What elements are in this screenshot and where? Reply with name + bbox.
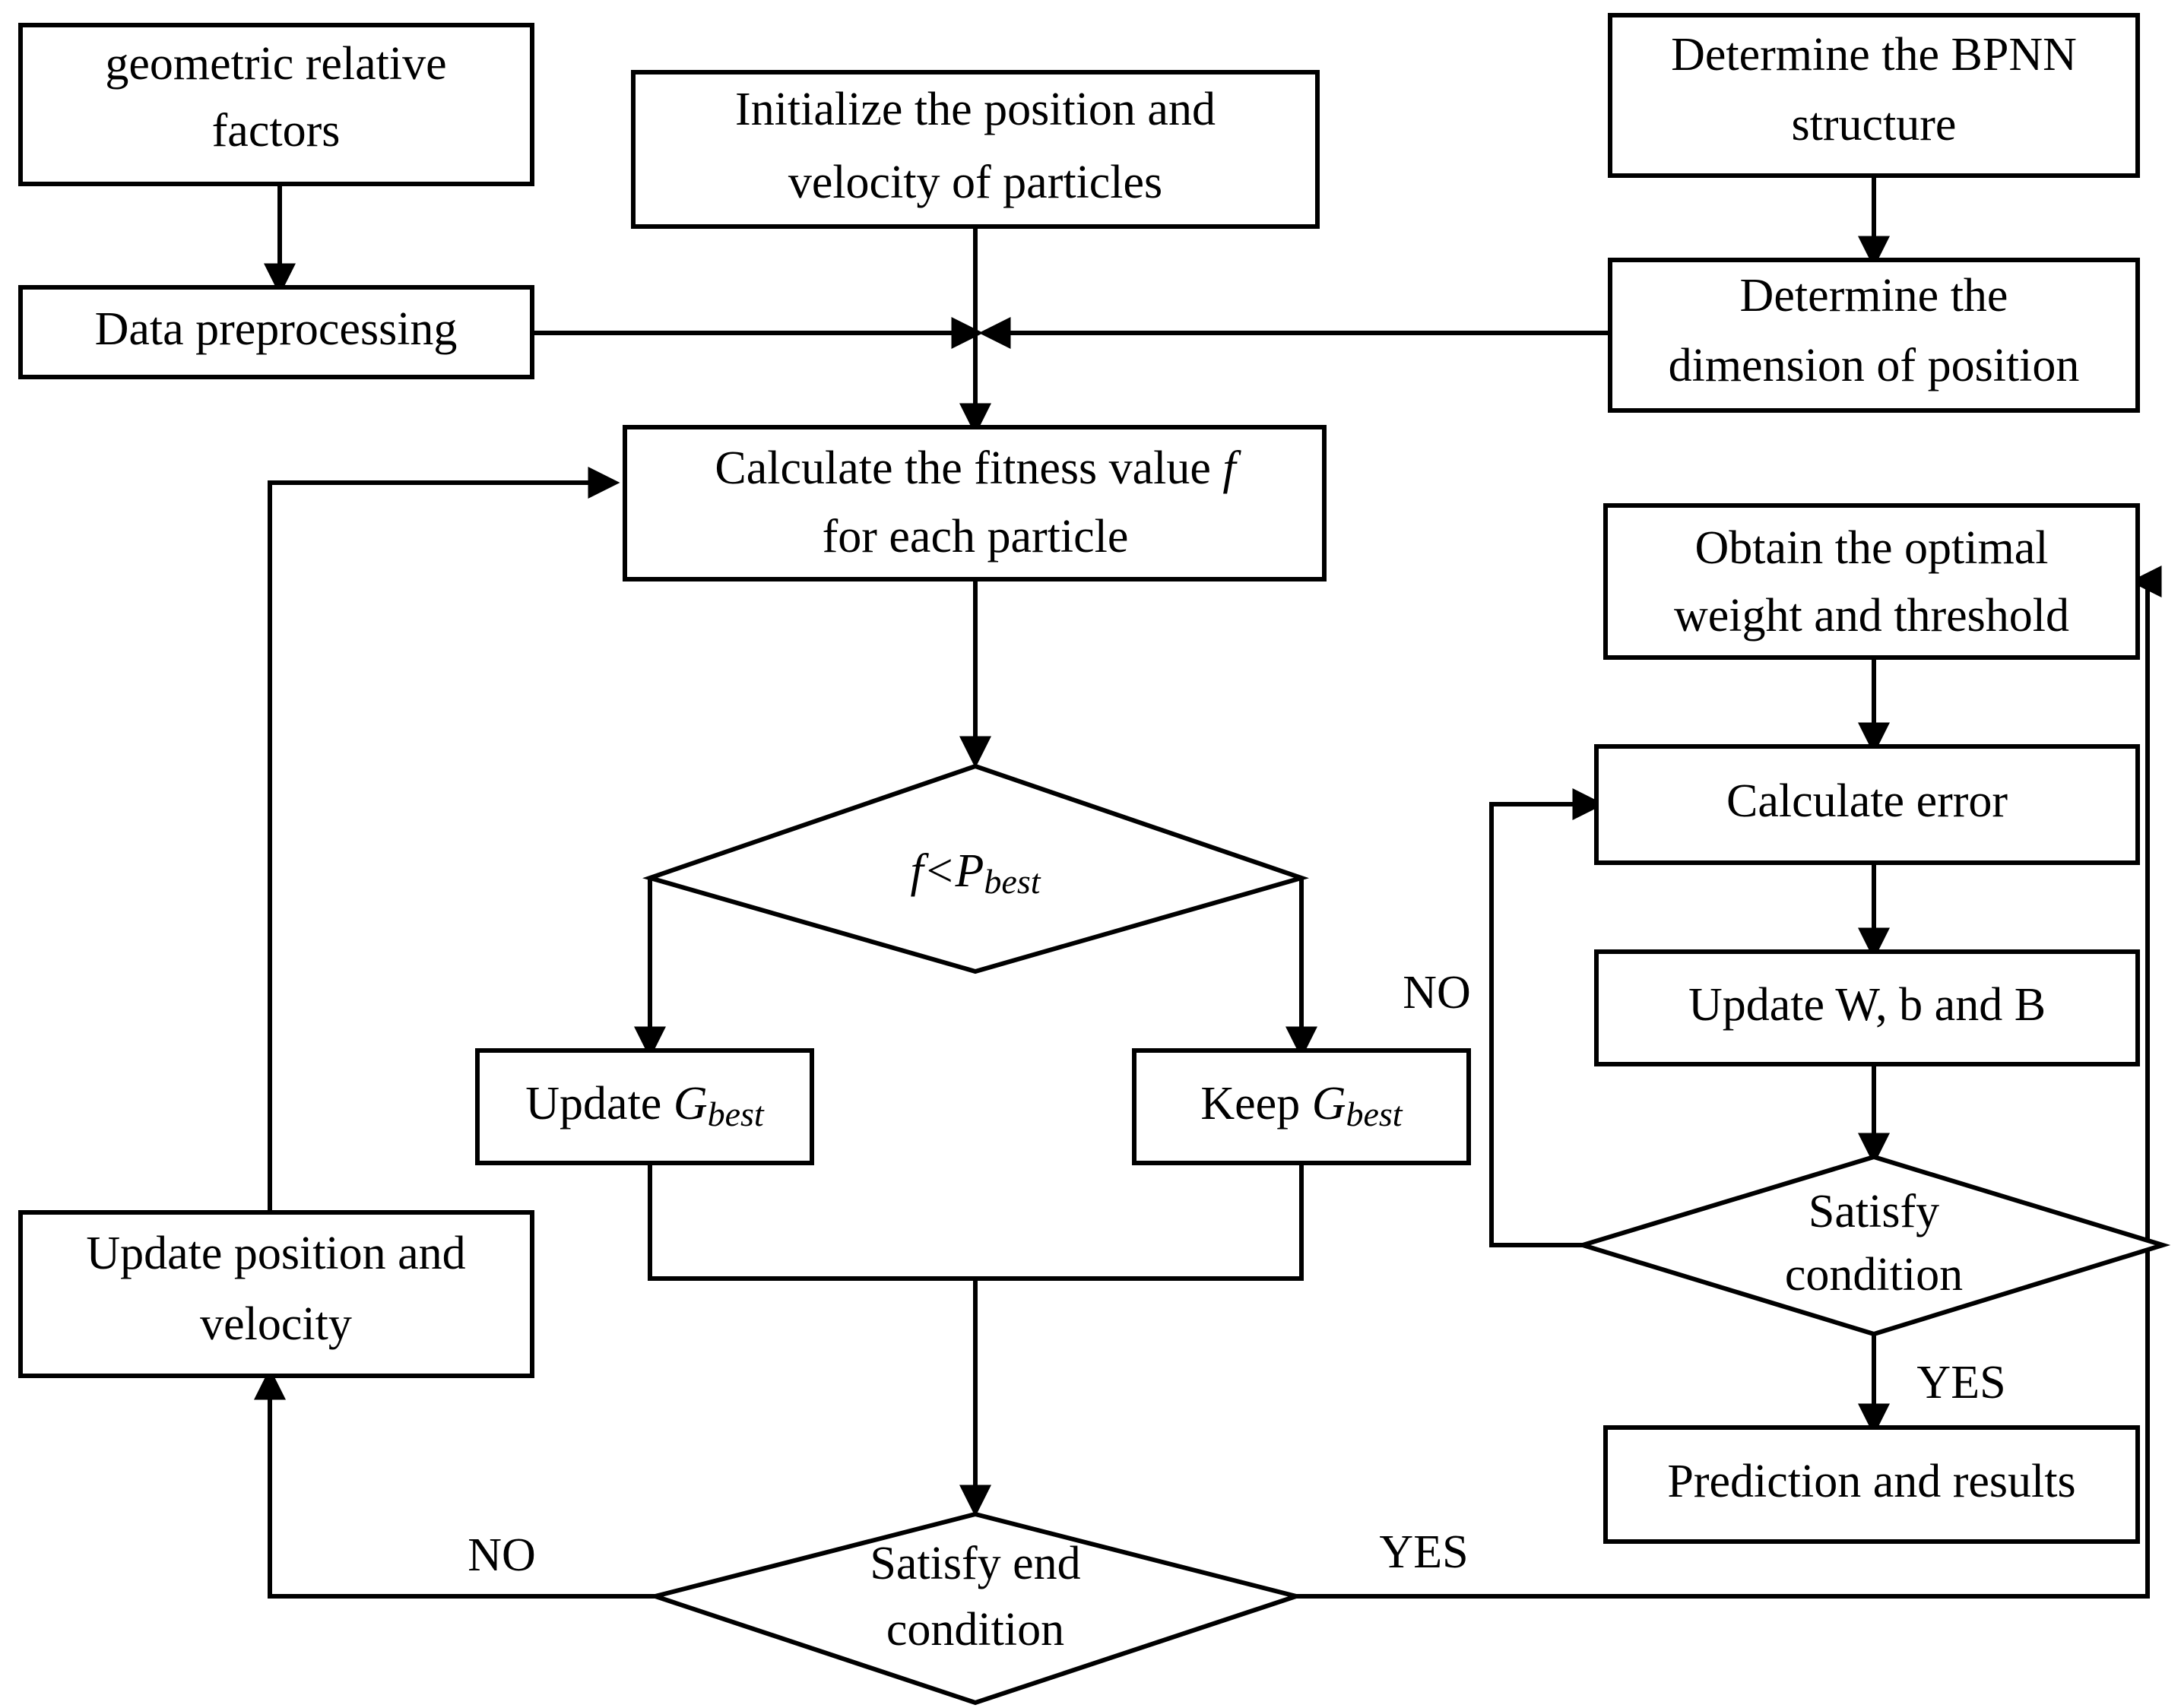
node-satisfy-end-condition[interactable]: Satisfy end condition — [647, 1511, 1304, 1706]
node-label-line2: dimension of position — [1669, 340, 2080, 391]
node-label-line1: Satisfy end — [870, 1538, 1080, 1589]
update-gbest-sub: best — [708, 1095, 765, 1133]
node-label: Calculate error — [1726, 775, 2008, 827]
node-label-line2: weight and threshold — [1674, 590, 2069, 642]
node-label: f<Pbest — [910, 845, 1041, 900]
node-keep-gbest[interactable]: Keep Gbest — [1132, 1048, 1471, 1165]
edge-label-no-right-loop: NO — [1403, 967, 1471, 1019]
pbest-expr-main: f<P — [910, 845, 984, 897]
node-update-gbest[interactable]: Update Gbest — [475, 1048, 814, 1165]
node-f-less-pbest-decision[interactable]: f<Pbest — [642, 763, 1309, 974]
keep-gbest-italic: G — [1312, 1078, 1346, 1130]
node-label-line2: for each particle — [823, 511, 1129, 562]
update-gbest-italic: G — [674, 1078, 708, 1130]
node-label-line2: structure — [1792, 99, 1957, 151]
node-label-line1: Update position and — [86, 1228, 465, 1279]
node-label-line1: Initialize the position and — [735, 84, 1216, 135]
edge-end-yes-to-obtain-optimal — [1296, 566, 2162, 1599]
edge-update-gbest-down — [648, 1163, 1304, 1281]
edge-update-position-to-fitness — [268, 467, 620, 1212]
edge-end-no-to-update-position — [254, 1367, 655, 1599]
node-data-preprocessing[interactable]: Data preprocessing — [18, 285, 534, 379]
node-determine-bpnn-structure[interactable]: Determine the BPNN structure — [1608, 13, 2140, 178]
node-update-position-velocity[interactable]: Update position and velocity — [18, 1210, 534, 1378]
node-geometric-relative-factors[interactable]: geometric relative factors — [18, 23, 534, 186]
node-label-line2: factors — [212, 105, 341, 157]
node-initialize-particles[interactable]: Initialize the position and velocity of … — [631, 70, 1320, 229]
node-label-line1: Determine the — [1740, 270, 2008, 322]
node-label-line1: geometric relative — [105, 38, 446, 90]
node-label-line1: Obtain the optimal — [1695, 522, 2049, 574]
edge-label-yes-bottom-right: YES — [1379, 1526, 1468, 1578]
node-calculate-fitness[interactable]: Calculate the fitness value f for each p… — [623, 425, 1327, 581]
keep-gbest-sub: best — [1346, 1095, 1403, 1133]
node-label-line2: condition — [886, 1604, 1064, 1656]
pbest-expr-sub: best — [984, 862, 1041, 901]
node-label-line1: Calculate the fitness value f — [715, 442, 1241, 494]
node-label: Data preprocessing — [95, 303, 458, 355]
update-gbest-plain: Update — [525, 1078, 674, 1130]
node-label: Update W, b and B — [1688, 979, 2046, 1031]
keep-gbest-plain: Keep — [1200, 1078, 1311, 1130]
node-calculate-error[interactable]: Calculate error — [1594, 744, 2140, 865]
node-label-line1: Determine the BPNN — [1671, 29, 2077, 81]
node-label-line1: Satisfy — [1809, 1186, 1939, 1237]
node-label: Prediction and results — [1667, 1456, 2075, 1507]
node-label: Keep Gbest — [1200, 1078, 1403, 1133]
node-update-w-b-B[interactable]: Update W, b and B — [1594, 949, 2140, 1066]
node-label-line2: velocity — [200, 1298, 352, 1350]
node-determine-dimension[interactable]: Determine the dimension of position — [1608, 258, 2140, 413]
node-label: Update Gbest — [525, 1078, 765, 1133]
edge-label-yes-right-branch: YES — [1916, 1357, 2005, 1409]
node-label-line2: condition — [1785, 1249, 1963, 1301]
node-prediction-and-results[interactable]: Prediction and results — [1603, 1425, 2140, 1544]
edge-satisfy-no-to-calculate-error — [1489, 788, 1605, 1247]
fitness-line1-plain: Calculate the fitness value — [715, 442, 1222, 494]
node-satisfy-condition[interactable]: Satisfy condition — [1574, 1154, 2171, 1337]
edge-label-no-bottom-left: NO — [468, 1529, 536, 1581]
node-label-line2: velocity of particles — [788, 157, 1162, 208]
node-obtain-optimal-weight[interactable]: Obtain the optimal weight and threshold — [1603, 503, 2140, 660]
